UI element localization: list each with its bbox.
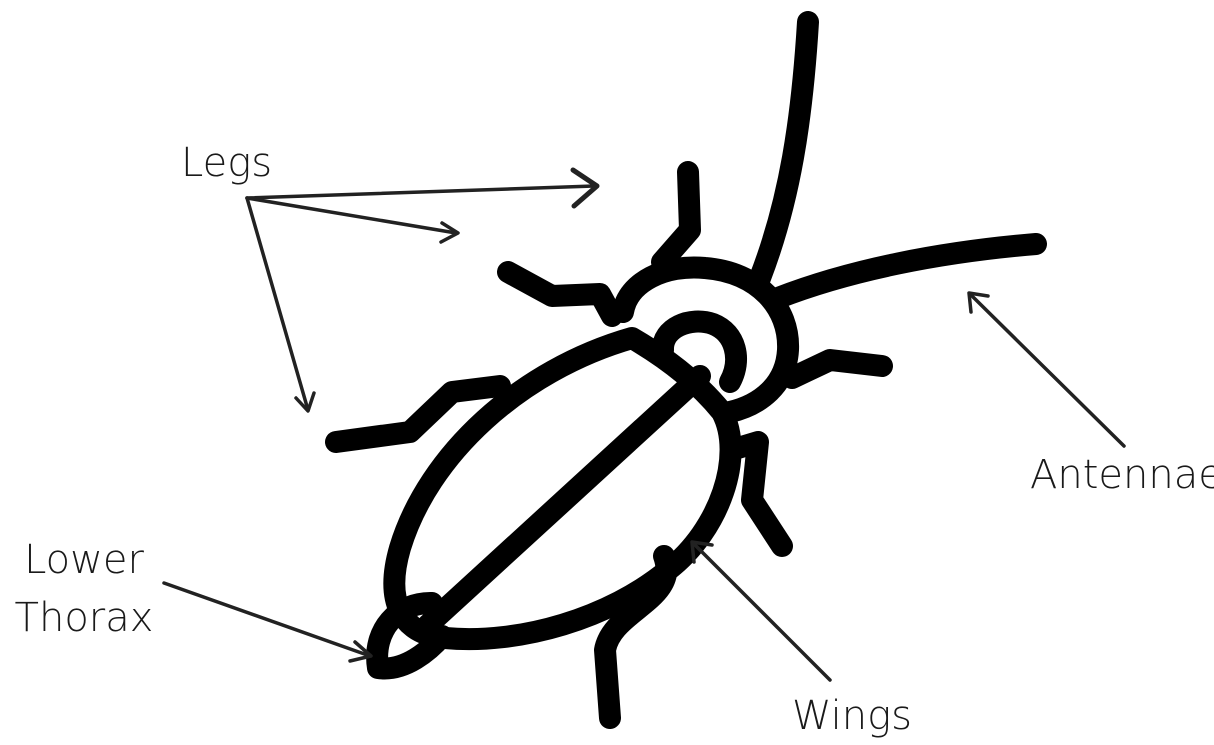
legs-label: Legs <box>181 134 272 192</box>
legs-arrow-1-line <box>247 186 594 198</box>
legs-arrow-2-line <box>247 198 456 233</box>
leg-front-right <box>662 172 690 262</box>
leg-front-left <box>508 272 612 316</box>
antenna-right <box>778 244 1036 298</box>
lower-thorax-label-line1: Lower <box>14 531 154 589</box>
legs-arrow-3-line <box>247 198 308 410</box>
antennae-label: Antennae <box>1030 446 1214 504</box>
leg-middle-right <box>792 360 882 378</box>
antenna-upper <box>760 22 808 278</box>
cockroach-illustration <box>336 22 1036 718</box>
wings-arrow-line <box>693 543 830 680</box>
antennae-arrow-line <box>970 294 1124 446</box>
leg-rear-right <box>738 442 782 546</box>
lower-thorax-label-line2: Thorax <box>14 589 154 647</box>
lower-thorax-label: Lower Thorax <box>14 531 154 647</box>
wings-label: Wings <box>792 687 912 745</box>
lower-thorax-arrow-line <box>164 583 370 656</box>
